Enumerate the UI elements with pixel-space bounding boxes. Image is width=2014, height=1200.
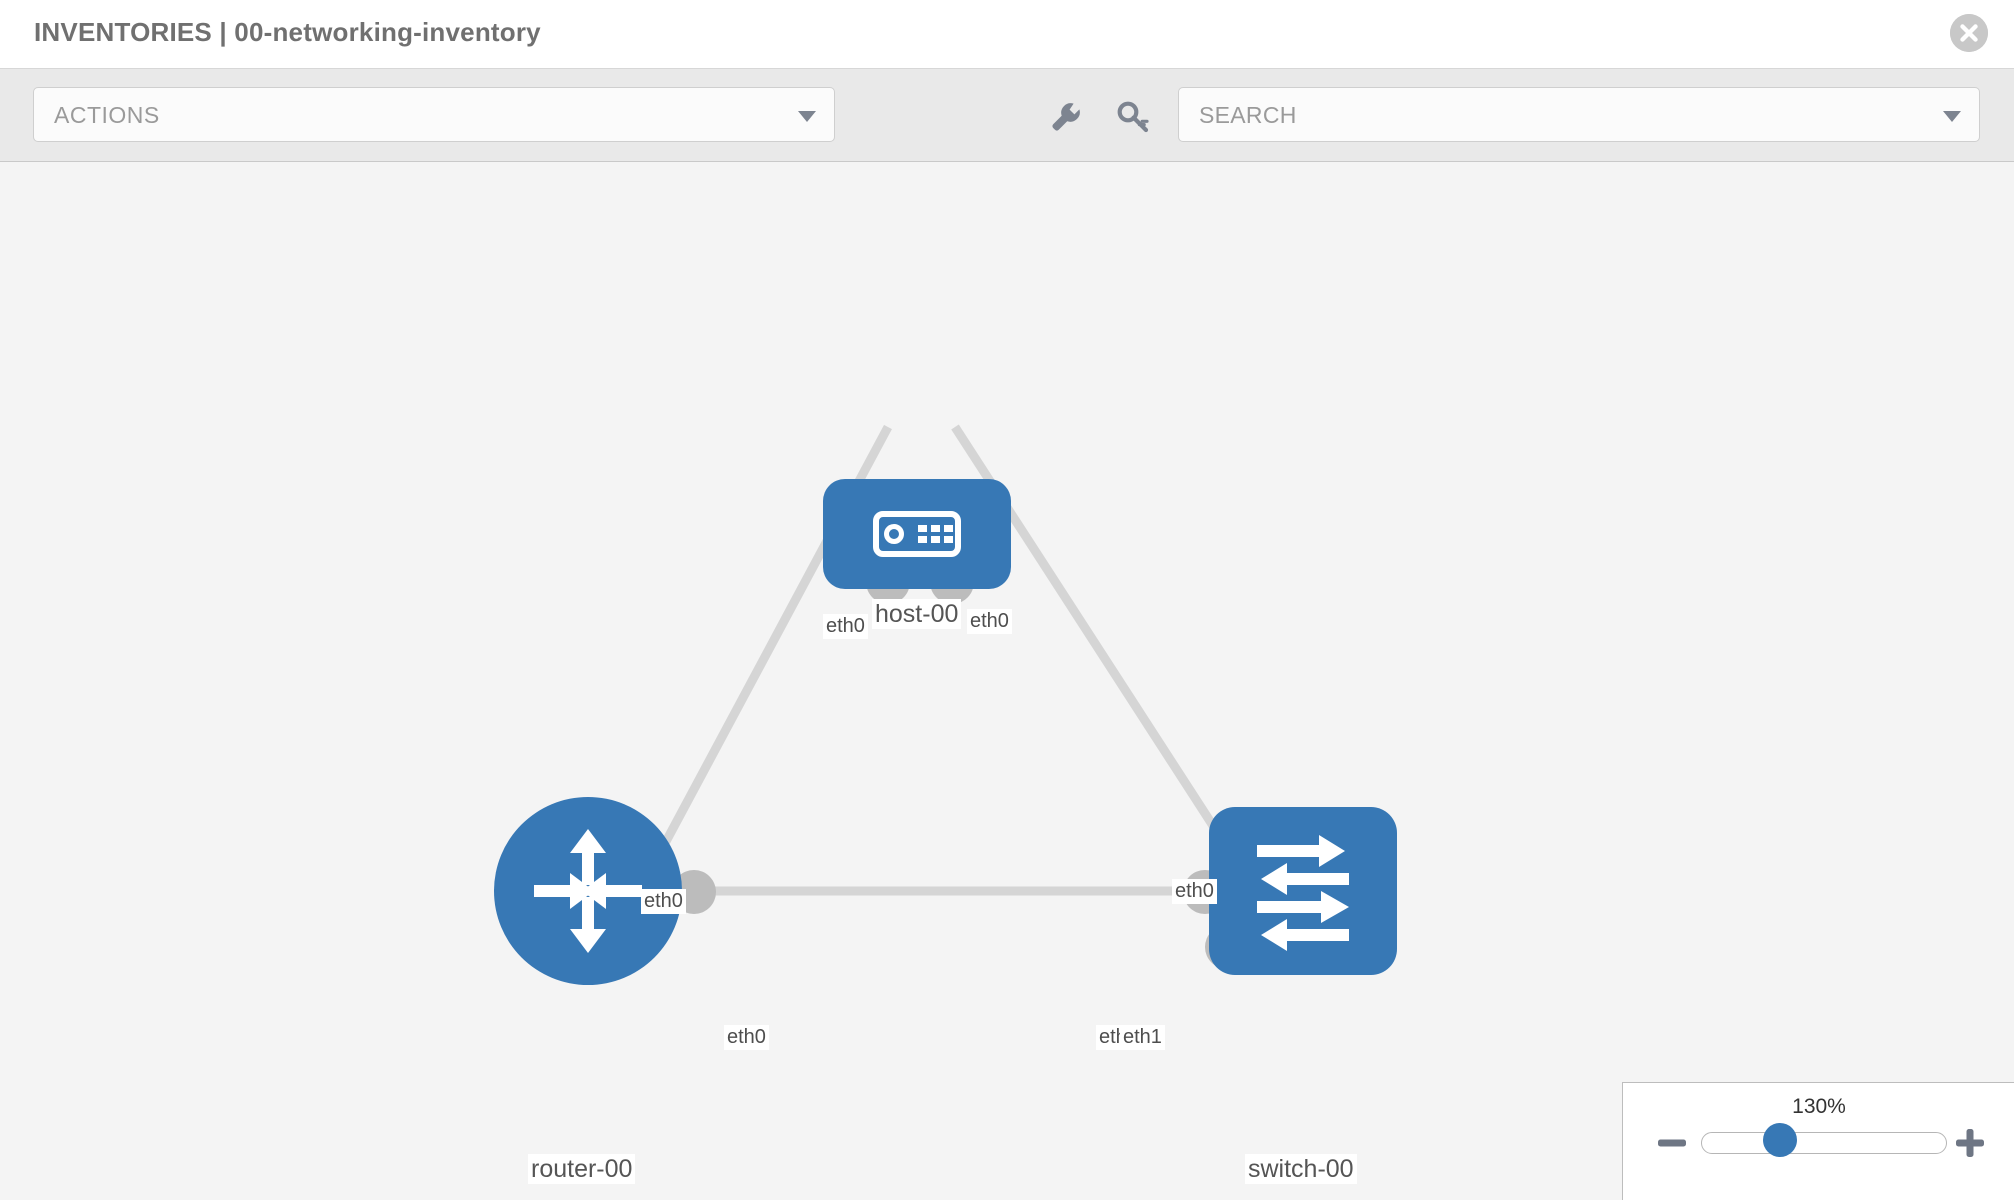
plus-icon[interactable] <box>1953 1126 1987 1160</box>
close-icon[interactable] <box>1950 14 1988 52</box>
node-router-00[interactable] <box>494 797 682 985</box>
zoom-level-value: 130% <box>1792 1095 1846 1118</box>
toolbar: ACTIONS SEARCH <box>0 69 2014 162</box>
edge-label-host-left: eth0 <box>823 614 868 639</box>
edge-label-router-up: eth0 <box>641 889 686 914</box>
search-input[interactable]: SEARCH <box>1178 87 1980 142</box>
node-host-00-label: host-00 <box>872 599 962 629</box>
zoom-slider-thumb[interactable] <box>1763 1123 1797 1157</box>
wrench-icon[interactable] <box>1046 97 1084 135</box>
node-host-00[interactable] <box>823 479 1011 589</box>
edge-label-switch-up: eth0 <box>1172 879 1217 904</box>
switch-arrows-icon <box>1257 835 1349 951</box>
chevron-down-icon[interactable] <box>1943 111 1961 122</box>
chevron-down-icon <box>798 111 816 122</box>
edge-label-router-right: eth0 <box>724 1025 769 1050</box>
minus-icon[interactable] <box>1655 1126 1689 1160</box>
topology-canvas[interactable]: host-00 eth0 eth0 <box>0 162 2014 1200</box>
topology-edges <box>651 424 1234 896</box>
page-header: INVENTORIES | 00-networking-inventory <box>0 0 2014 69</box>
edge-label-host-right: eth0 <box>967 609 1012 634</box>
key-icon[interactable] <box>1114 97 1152 135</box>
actions-dropdown[interactable]: ACTIONS <box>33 87 835 142</box>
actions-dropdown-label: ACTIONS <box>54 102 160 128</box>
edge-label-switch-left: eth1 <box>1120 1025 1165 1050</box>
node-host-00-shape <box>823 479 1011 589</box>
node-switch-00-shape <box>1209 807 1397 975</box>
search-placeholder: SEARCH <box>1199 102 1297 128</box>
node-switch-00[interactable] <box>1209 807 1397 975</box>
node-switch-00-label: switch-00 <box>1245 1154 1357 1184</box>
page-title: INVENTORIES | 00-networking-inventory <box>34 17 541 47</box>
node-router-00-label: router-00 <box>528 1154 636 1184</box>
server-icon <box>873 511 961 557</box>
router-arrows-icon <box>534 829 642 953</box>
zoom-slider-track[interactable] <box>1701 1132 1947 1154</box>
zoom-control-panel: 130% <box>1622 1082 2014 1200</box>
